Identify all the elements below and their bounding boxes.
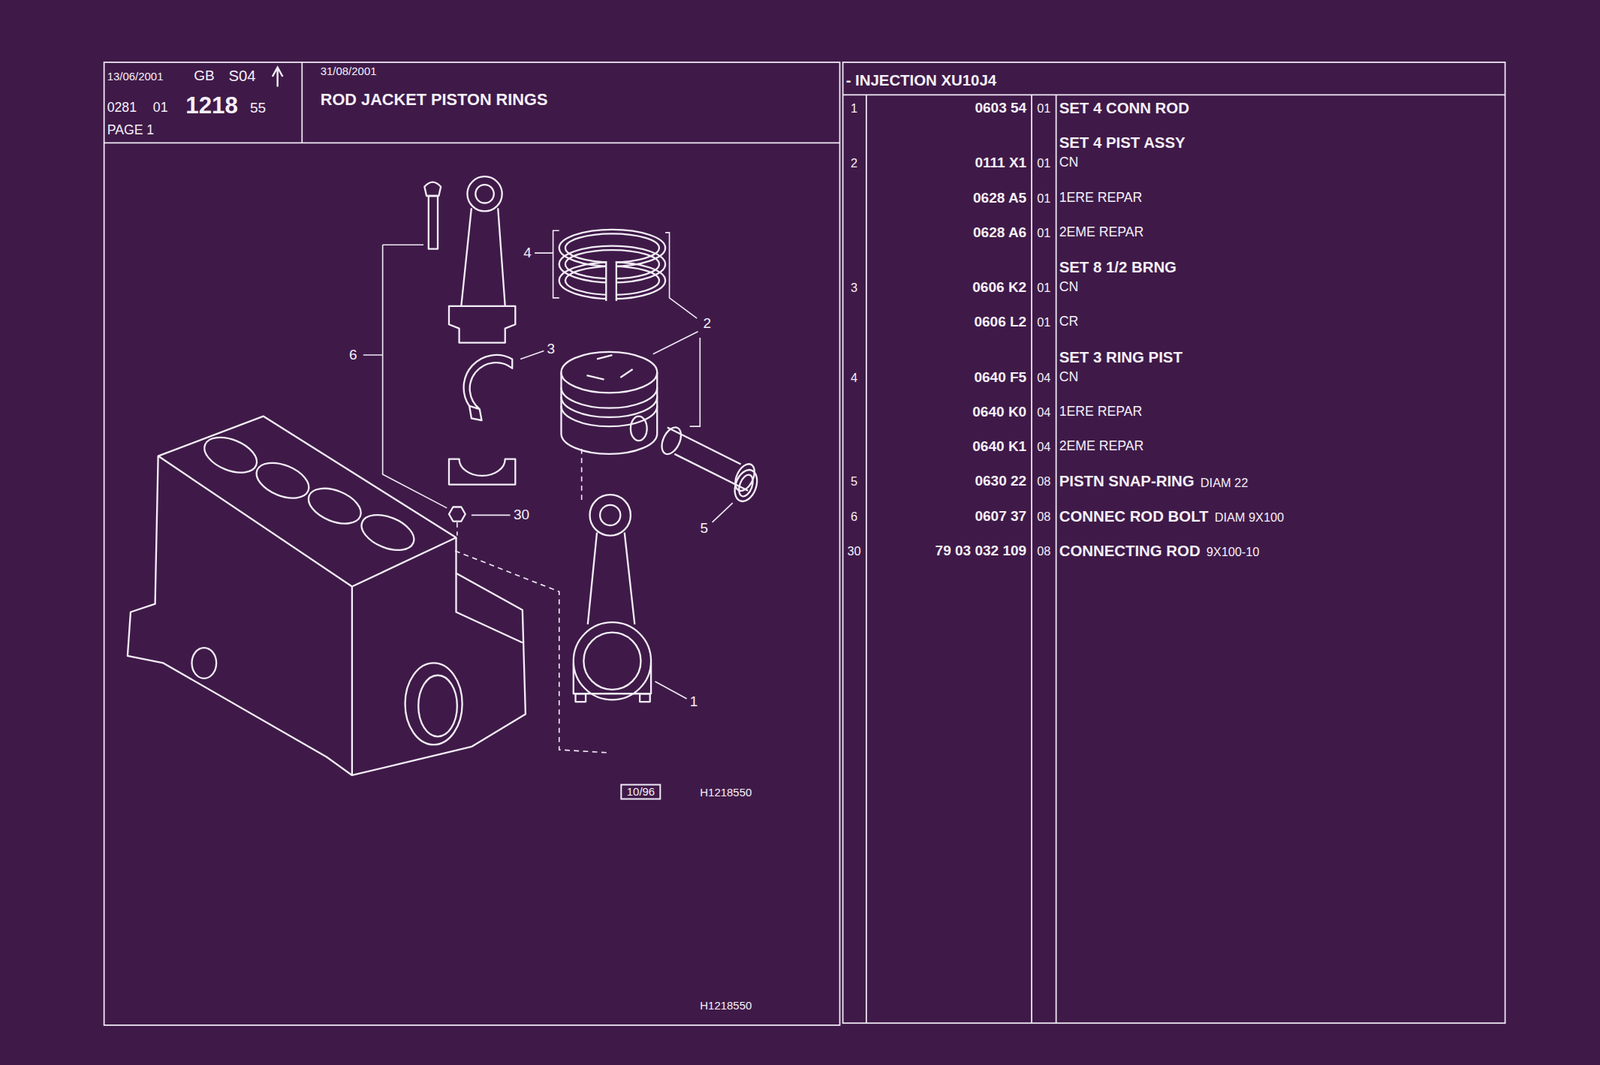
frame <box>104 62 1506 1026</box>
leader-lines <box>363 230 733 754</box>
header-text: 13/06/2001 <box>107 70 164 82</box>
header-text: H1218550 <box>699 787 752 799</box>
table-cell: PISTN SNAP-RING <box>1059 473 1195 489</box>
table-cell: 2 <box>850 156 858 169</box>
table-cell: 01 <box>1036 192 1051 205</box>
table-cell: CN <box>1059 156 1079 171</box>
table-cell: 30 <box>846 545 861 558</box>
header-text: GB <box>193 68 214 83</box>
table-cell: 01 <box>1036 102 1051 115</box>
table-cell: 3 <box>850 281 858 294</box>
callout-number: 2 <box>703 316 712 331</box>
table-cell: 0640 K1 <box>972 439 1027 455</box>
table-cell: 0607 37 <box>974 509 1027 524</box>
table-cell: CN <box>1059 280 1079 295</box>
table-cell: 0630 22 <box>974 474 1027 489</box>
table-cell: 0111 X1 <box>974 156 1027 171</box>
table-cell: 5 <box>850 475 858 488</box>
page-title: ROD JACKET PISTON RINGS <box>320 91 549 109</box>
table-cell: 4 <box>850 371 858 384</box>
table-cell: DIAM 9X100 <box>1214 511 1284 524</box>
header-text: 31/08/2001 <box>320 66 377 78</box>
table-cell: 01 <box>1036 156 1051 169</box>
table-cell: 1ERE REPAR <box>1059 191 1143 205</box>
header-text: 1218 <box>185 94 239 118</box>
table-cell: CN <box>1059 370 1079 385</box>
table-cell: SET 4 CONN ROD <box>1059 100 1190 116</box>
table-cell: 04 <box>1036 406 1051 419</box>
table-cell: 0640 F5 <box>973 370 1027 385</box>
table-cell: 08 <box>1036 510 1051 523</box>
callout-number: 6 <box>349 347 358 362</box>
table-cell: 2EME REPAR <box>1059 225 1145 240</box>
table-cell: 0606 L2 <box>973 315 1027 330</box>
table-cell: 0603 54 <box>974 101 1027 116</box>
table-cell: 0640 K0 <box>972 405 1027 420</box>
table-cell: SET 3 RING PIST <box>1059 349 1183 365</box>
table-cell: CONNECTING ROD <box>1059 543 1201 559</box>
table-cell: CONNEC ROD BOLT <box>1059 508 1209 524</box>
header-text: 01 <box>153 101 169 115</box>
table-cell: 04 <box>1036 440 1051 453</box>
table-cell: DIAM 22 <box>1200 476 1248 489</box>
table-cell: 6 <box>850 510 858 523</box>
callout-number: 3 <box>547 341 556 356</box>
table-cell: SET 4 PIST ASSY <box>1059 135 1186 151</box>
callout-number: 1 <box>690 695 699 710</box>
callout-number: 5 <box>699 521 709 536</box>
header-text: H1218550 <box>699 1000 752 1013</box>
engine-drawing <box>127 176 762 776</box>
table-cell: 01 <box>1036 226 1051 239</box>
header-text: PAGE 1 <box>107 123 154 138</box>
table-cell: 79 03 032 109 <box>935 543 1028 558</box>
header-text: S04 <box>228 67 256 83</box>
table-cell: 08 <box>1036 545 1051 558</box>
table-cell: 0628 A5 <box>973 190 1027 205</box>
callout-number: 4 <box>523 246 532 261</box>
table-cell: 0628 A6 <box>973 225 1027 240</box>
table-cell: CR <box>1059 316 1079 330</box>
table-cell: 04 <box>1036 371 1051 384</box>
table-cell: 2EME REPAR <box>1059 439 1145 454</box>
callout-number: 30 <box>513 508 530 523</box>
table-cell: 9X100-10 <box>1206 545 1260 558</box>
header-text: 55 <box>250 101 266 116</box>
table-cell: 08 <box>1036 475 1051 488</box>
header-text: - INJECTION XU10J4 <box>846 72 997 88</box>
header-text: 0281 <box>107 101 137 115</box>
date-code: 10/96 <box>620 783 661 800</box>
table-cell: 01 <box>1036 281 1051 294</box>
table-cell: 1 <box>850 102 858 115</box>
table-cell: 0606 K2 <box>972 280 1027 296</box>
table-cell: 1ERE REPAR <box>1059 405 1143 419</box>
table-cell: 01 <box>1036 316 1051 329</box>
table-cell: SET 8 1/2 BRNG <box>1059 259 1177 275</box>
